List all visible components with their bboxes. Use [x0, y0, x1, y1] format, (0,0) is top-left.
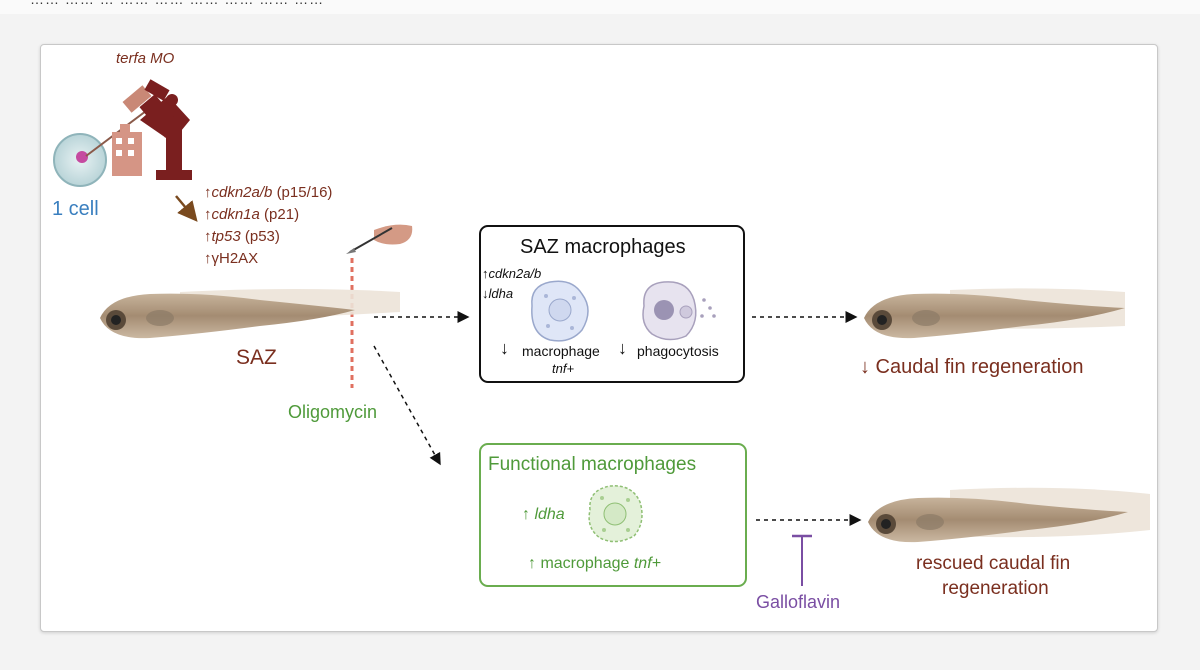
functional-gene-ldha: ↑ ldha [522, 506, 565, 523]
oligomycin-label: Oligomycin [288, 402, 378, 422]
larva-rescued-regeneration-icon [868, 487, 1150, 543]
saz-macrophage-cell-icon [531, 280, 589, 342]
microinjector-icon [85, 79, 192, 180]
top-strip-text: …… …… … …… …… …… …… …… …… [30, 0, 324, 7]
marker-list: ↑cdkn2a/b (p15/16) ↑cdkn1a (p21) ↑tp53 (… [204, 182, 332, 270]
embryo-egg-icon [53, 133, 107, 187]
arrow-to-functional-box [373, 345, 441, 466]
larva-reduced-regeneration-icon [864, 288, 1125, 339]
hand-scalpel-icon [346, 224, 413, 254]
saz-phagocytosis-label: phagocytosis [637, 343, 719, 359]
saz-tnf-label: tnf+ [552, 361, 575, 376]
functional-box-title: Functional macrophages [488, 454, 697, 475]
saz-gene-cdkn2ab: ↑cdkn2a/b [482, 266, 542, 281]
saz-phagocytosis-arrow: ↓ [618, 338, 627, 358]
galloflavin-label: Galloflavin [756, 592, 841, 612]
saz-macrophage-arrow: ↓ [500, 338, 509, 358]
outcome-reduced-regeneration: ↓ Caudal fin regeneration [860, 356, 1084, 378]
inhibition-bar [792, 534, 812, 586]
marker-cdkn2ab: ↑cdkn2a/b (p15/16) [204, 184, 333, 201]
outcome-rescued-line1: rescued caudal fin [916, 553, 1071, 574]
marker-cdkn1a: ↑cdkn1a (p21) [204, 206, 300, 223]
phagocyte-cell-icon [642, 281, 716, 341]
saz-gene-ldha: ↓ldha [482, 286, 514, 301]
one-cell-label: 1 cell [52, 198, 99, 220]
functional-tnf: ↑ macrophage tnf+ [528, 555, 661, 572]
saz-box-title: SAZ macrophages [520, 236, 686, 258]
saz-macrophages-box [479, 225, 745, 383]
functional-macrophage-cell-icon [588, 485, 643, 543]
marker-gh2ax: ↑γH2AX [204, 250, 259, 267]
outcome-rescued-line2: regeneration [942, 578, 1049, 599]
saz-macrophage-label: macrophage [522, 343, 600, 359]
morpholino-label: terfa MO [116, 50, 175, 67]
marker-tp53: ↑tp53 (p53) [204, 228, 280, 245]
saz-label: SAZ [236, 346, 277, 369]
larva-saz-icon [100, 289, 400, 339]
markers-arrow [175, 195, 198, 222]
top-strip: …… …… … …… …… …… …… …… …… [0, 0, 1200, 14]
